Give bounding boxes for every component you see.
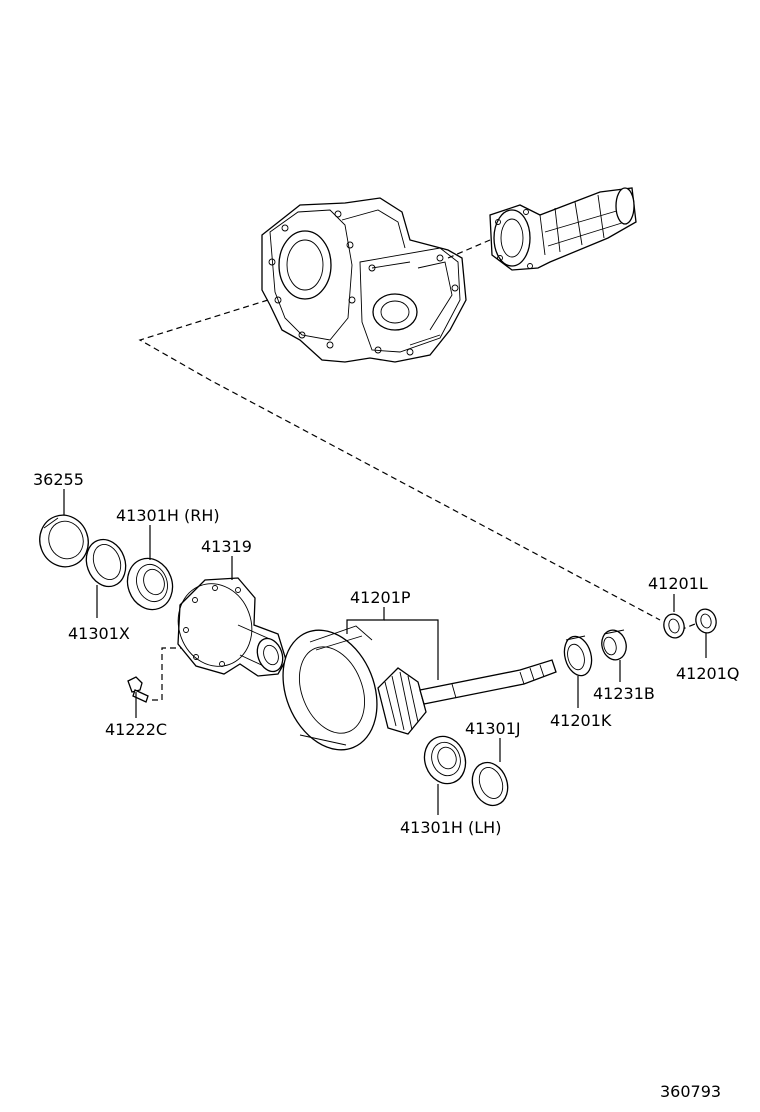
callout-41301j: 41301J: [465, 719, 521, 738]
shim-41301j: [471, 761, 509, 807]
bearing-41301h-lh: [423, 735, 467, 785]
callout-41201k: 41201K: [550, 711, 612, 730]
callout-41301x: 41301X: [68, 624, 130, 643]
callout-41231b: 41231B: [593, 684, 655, 703]
flange-41319: [177, 577, 287, 677]
washer-41201l: [663, 613, 685, 639]
callout-41222c: 41222C: [105, 720, 167, 739]
extension-housing: [489, 187, 637, 271]
callout-36255: 36255: [33, 470, 84, 489]
callout-41301h-rh: 41301H (RH): [116, 506, 220, 525]
leader-lines: [63, 489, 707, 815]
bearing-41201k: [563, 635, 593, 677]
bolt-41222c: [127, 676, 149, 703]
ring-and-pinion-41201p: [282, 625, 557, 751]
callout-41201l: 41201L: [648, 574, 708, 593]
callout-41201p: 41201P: [350, 588, 411, 607]
spacer-41231b: [601, 629, 627, 661]
nut-41201q: [695, 608, 717, 634]
callout-41201q: 41201Q: [676, 664, 740, 683]
oil-seal-36255: [39, 514, 89, 568]
callout-41301h-lh: 41301H (LH): [400, 818, 501, 837]
shim-41301x: [85, 538, 127, 588]
figure-number: 360793: [660, 1082, 721, 1101]
transfer-case-housing: [261, 197, 467, 363]
callout-41319: 41319: [201, 537, 252, 556]
callout-labels: 36255 41301H (RH) 41319 41301X 41222C 41…: [33, 470, 740, 1101]
bearing-41301h-rh: [126, 557, 174, 611]
